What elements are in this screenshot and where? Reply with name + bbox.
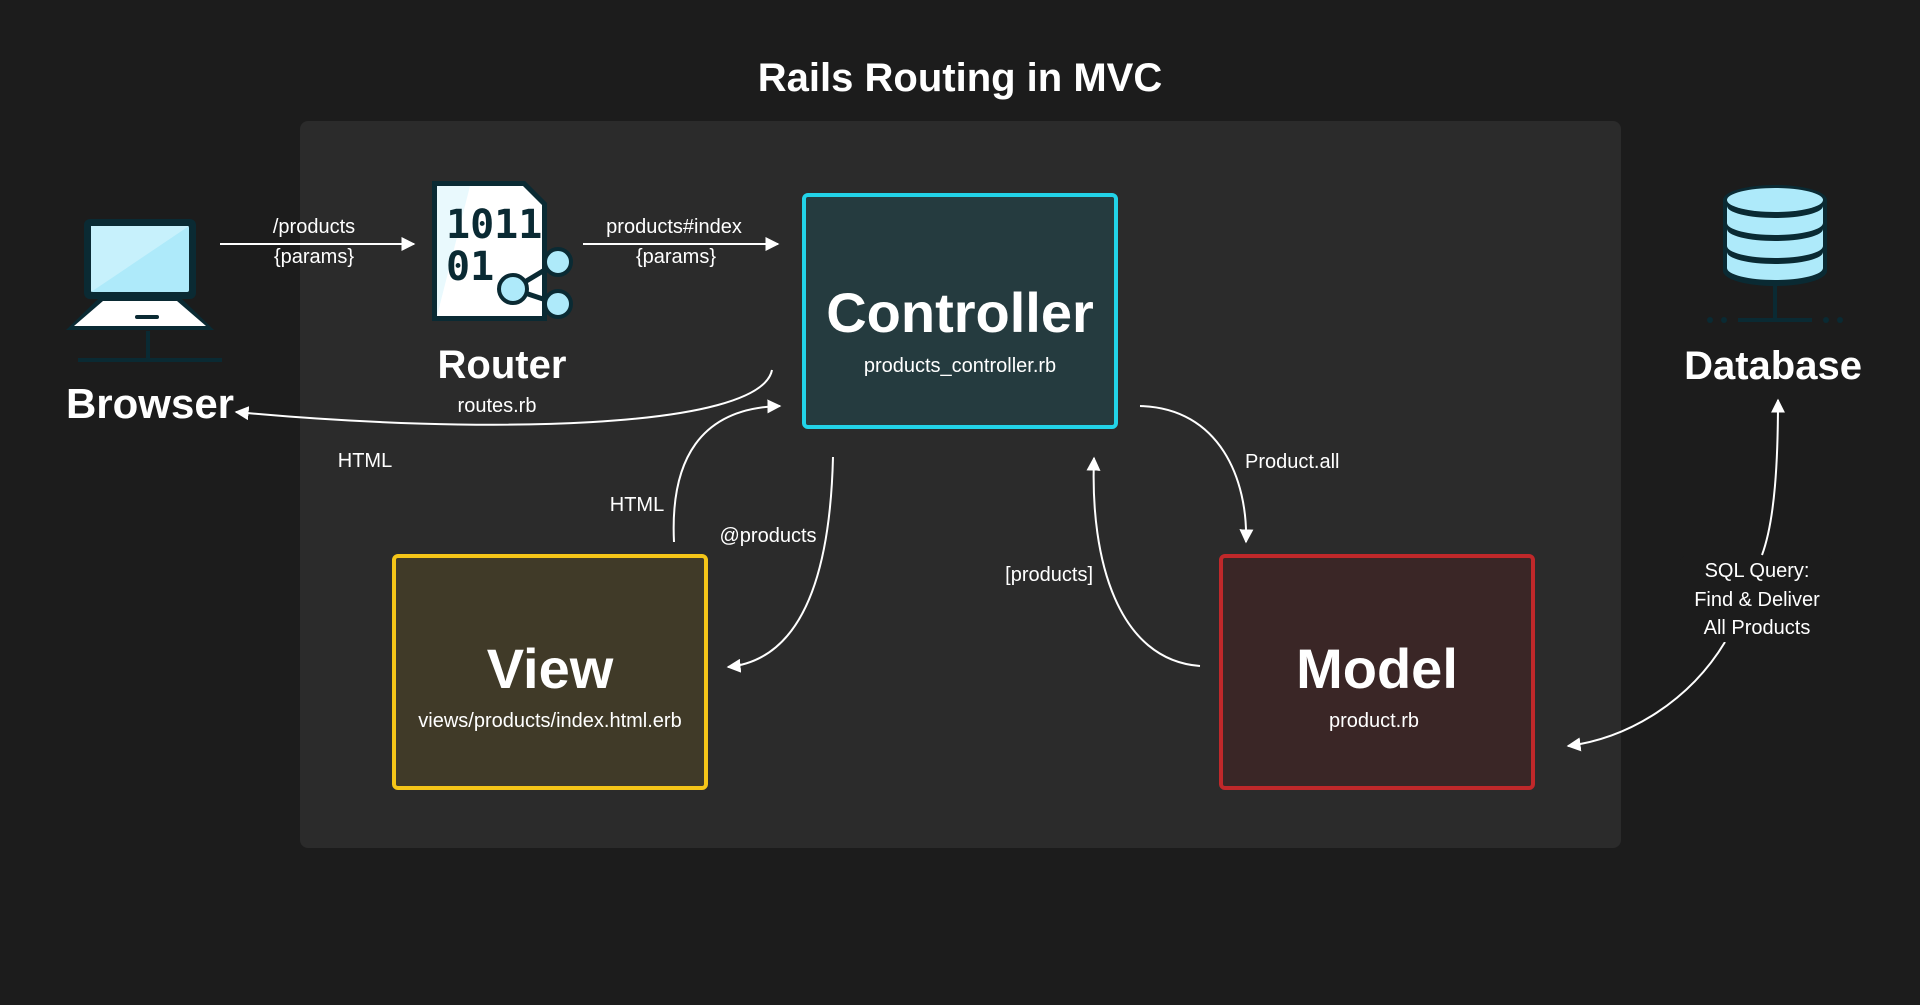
edge-label-sql-2: Find & Deliver	[1694, 589, 1820, 611]
edge-label-browser-router-2: {params}	[274, 246, 354, 268]
arrow-view-to-controller	[672, 399, 782, 543]
edge-label-controller-model: Product.all	[1245, 451, 1340, 473]
diagram-title: Rails Routing in MVC	[758, 56, 1162, 100]
edge-label-controller-browser: HTML	[338, 450, 392, 472]
edge-label-model-controller: [products]	[1005, 564, 1093, 586]
controller-subtitle: products_controller.rb	[864, 355, 1056, 377]
database-title: Database	[1684, 344, 1862, 388]
view-subtitle: views/products/index.html.erb	[418, 710, 681, 732]
edge-label-controller-view: @products	[719, 525, 816, 547]
database-icon	[1707, 185, 1843, 323]
sql-label-background	[1680, 556, 1832, 642]
svg-text:1011: 1011	[446, 202, 542, 248]
edge-label-router-controller-1: products#index	[606, 216, 742, 238]
svg-text:01: 01	[446, 244, 494, 290]
laptop-icon	[66, 219, 222, 362]
model-subtitle: product.rb	[1329, 710, 1419, 732]
edge-label-router-controller-2: {params}	[636, 246, 716, 268]
controller-box	[802, 193, 1118, 429]
edge-label-sql-3: All Products	[1704, 617, 1811, 639]
model-box	[1219, 554, 1535, 790]
arrow-controller-to-browser	[234, 369, 773, 426]
edge-label-sql-1: SQL Query:	[1705, 560, 1810, 582]
edge-label-view-controller: HTML	[610, 494, 664, 516]
arrow-sql-to-model	[1566, 641, 1726, 752]
router-subtitle: routes.rb	[458, 395, 537, 417]
router-binary-share-icon: 1011 01	[432, 181, 573, 321]
arrow-model-to-controller	[1086, 456, 1201, 667]
view-box	[392, 554, 708, 790]
edge-label-browser-router-1: /products	[273, 216, 355, 238]
view-title: View	[487, 637, 614, 700]
browser-title: Browser	[66, 380, 234, 427]
router-title: Router	[438, 343, 567, 387]
controller-title: Controller	[826, 281, 1094, 344]
arrow-controller-to-model	[1139, 405, 1254, 544]
arrow-controller-to-view	[726, 456, 834, 673]
arrow-sql-to-database	[1761, 398, 1785, 556]
model-title: Model	[1296, 637, 1458, 700]
